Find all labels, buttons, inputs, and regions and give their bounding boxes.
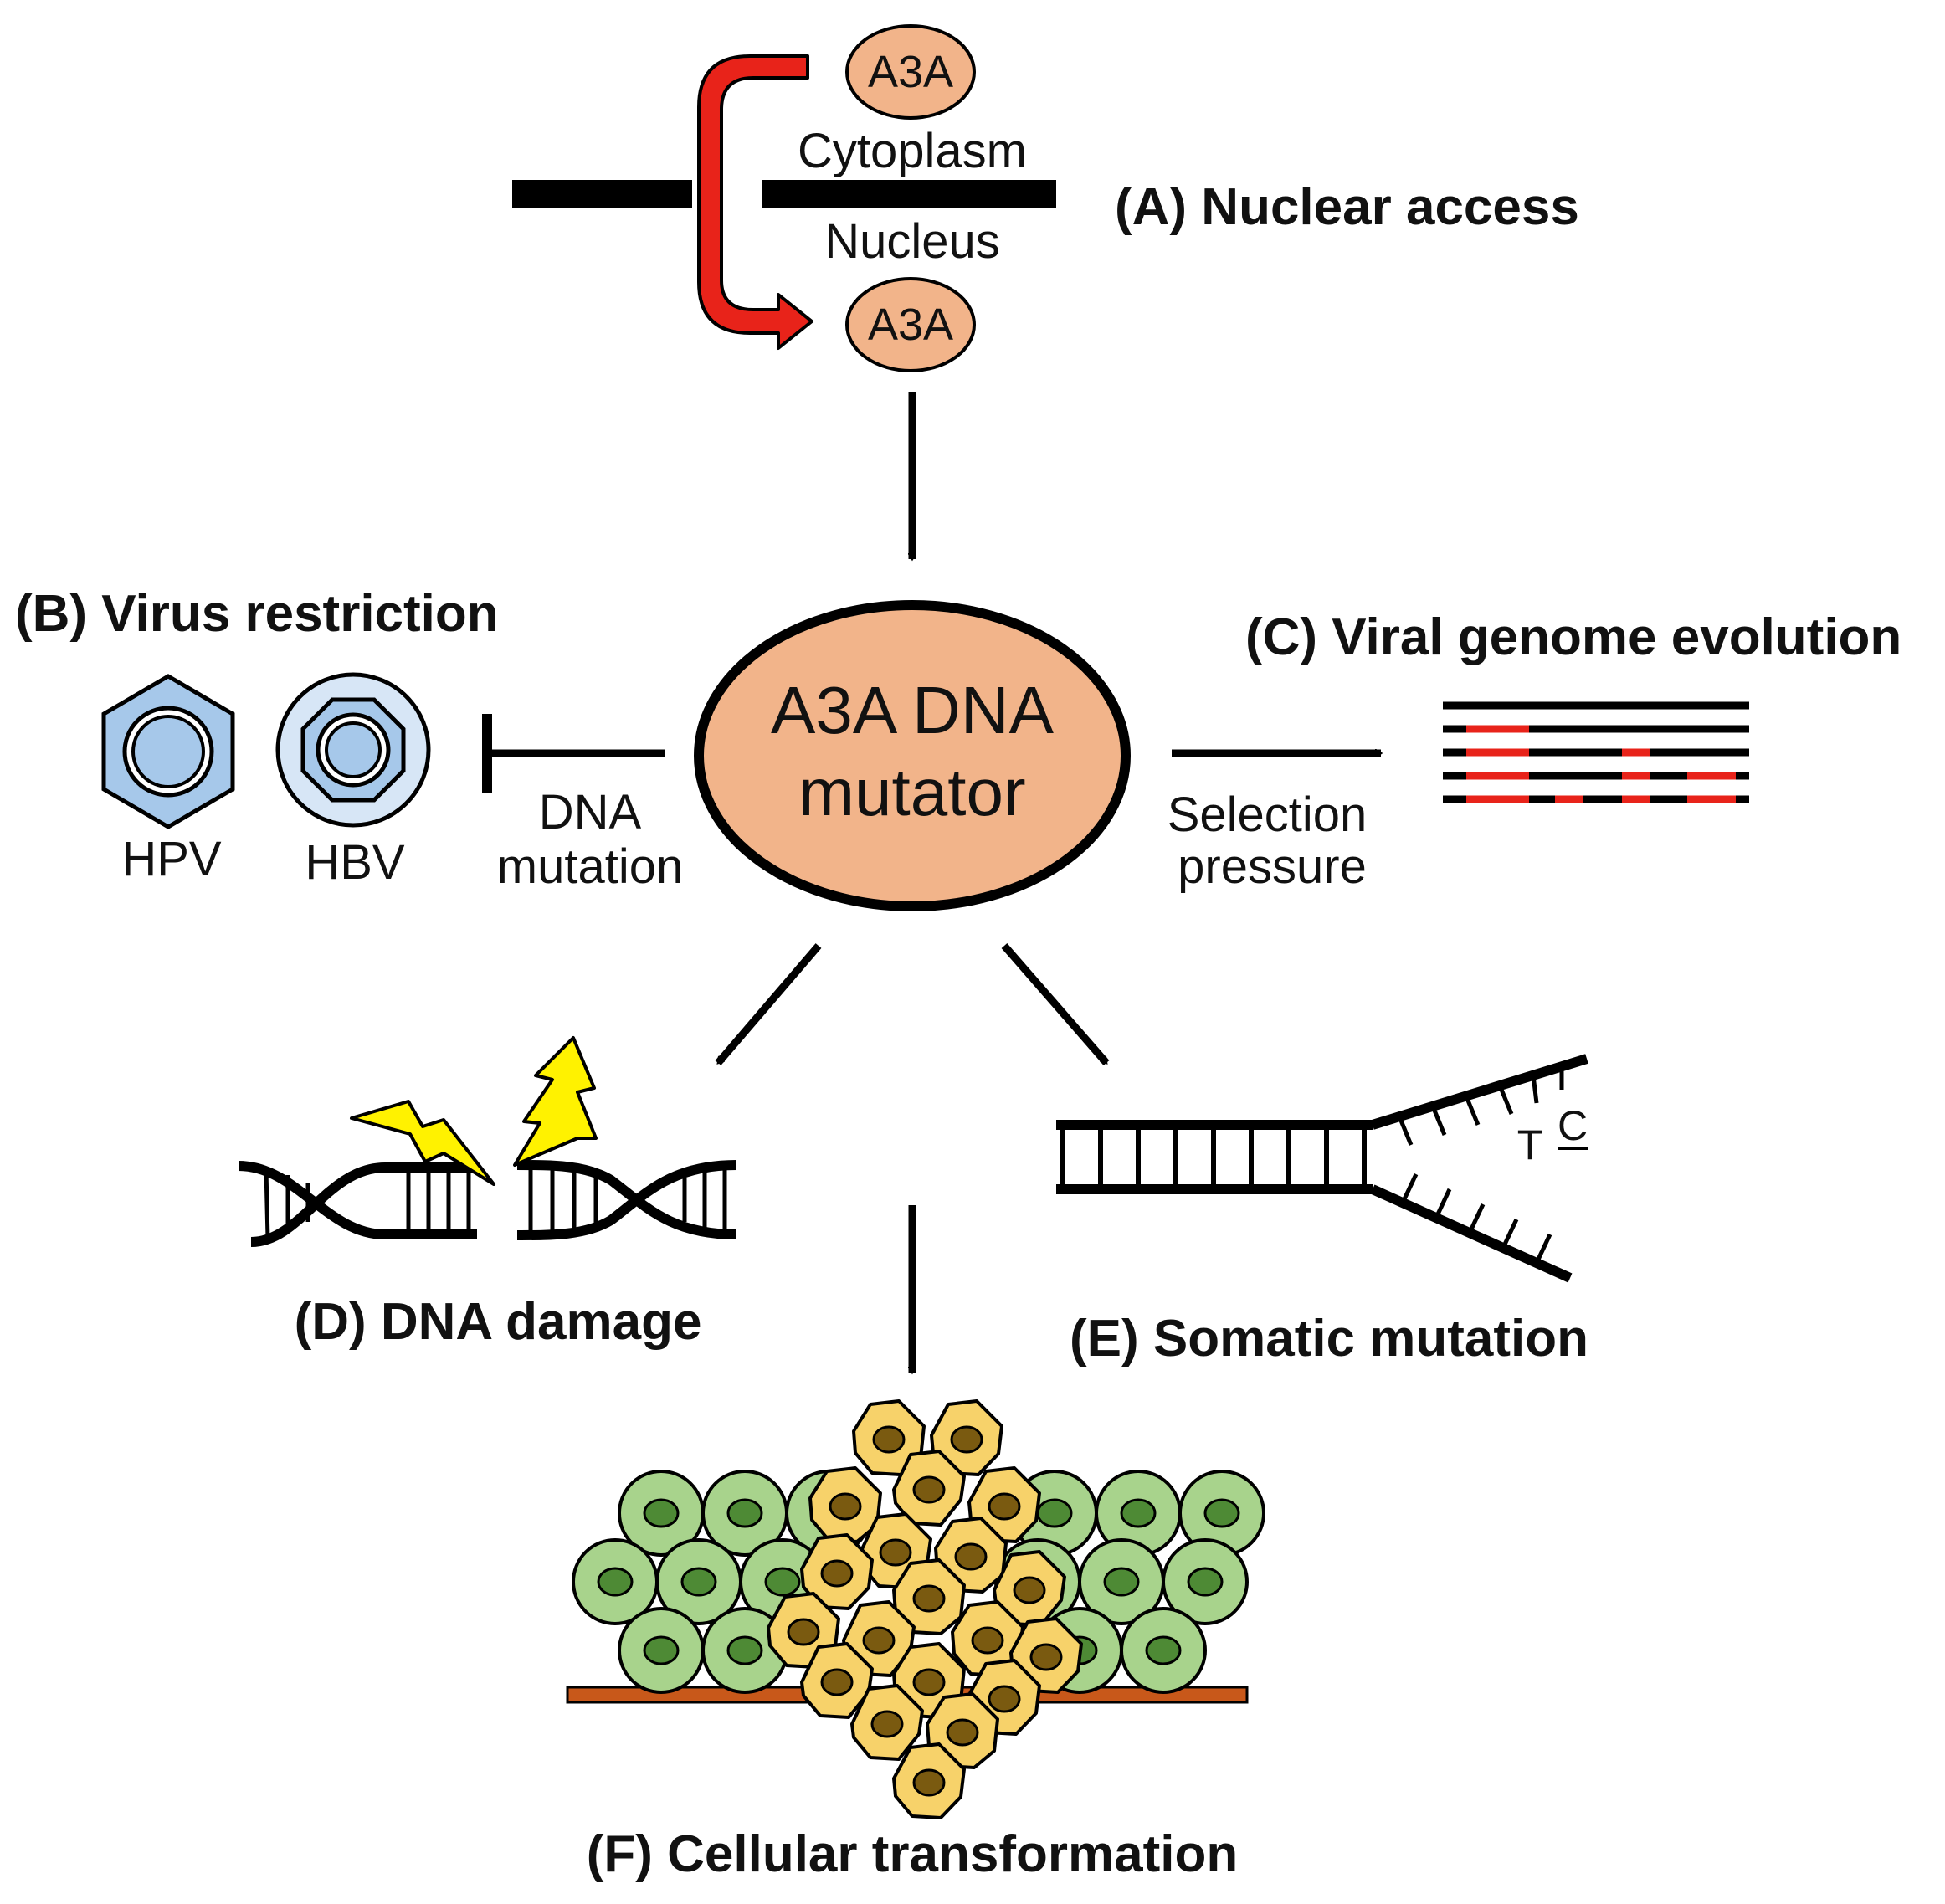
viral-genome-lines <box>1443 701 1749 803</box>
mutation-mark <box>1466 772 1529 780</box>
mutation-mark <box>1687 795 1736 803</box>
nuclear-access-section: A3A Cytoplasm Nucleus A3A (A) Nuclear ac… <box>512 24 1579 372</box>
cell-icon <box>618 1470 705 1557</box>
mutation-mark <box>1687 772 1736 780</box>
viral-genome-evolution-section: (C) Viral genome evolution Selection pre… <box>1168 608 1902 894</box>
somatic-mutation-title: (E) Somatic mutation <box>1070 1310 1588 1368</box>
hbv-capsid-icon <box>275 672 431 828</box>
cell-icon <box>618 1607 705 1694</box>
cellular-transformation-title: (F) Cellular transformation <box>587 1825 1239 1883</box>
mutation-mark <box>1622 772 1650 780</box>
transformed-cell-cluster <box>767 1399 1083 1819</box>
cellular-transformation-section: (F) Cellular transformation <box>566 1399 1265 1883</box>
cell-icon <box>850 1684 924 1761</box>
mutation-mark <box>1622 748 1650 757</box>
nuclear-access-title: (A) Nuclear access <box>1115 178 1579 236</box>
mutation-mark <box>1622 795 1650 803</box>
dna-mutation-line2: mutation <box>497 839 683 894</box>
cell-icon <box>1178 1470 1265 1557</box>
replication-fork-icon <box>1056 1054 1588 1283</box>
arrow-to-somatic-mutation <box>1001 943 1110 1065</box>
cell-icon <box>800 1642 874 1719</box>
mutator-ellipse <box>694 600 1131 911</box>
nuclear-membrane-left <box>512 180 692 208</box>
mutation-mark <box>1555 795 1583 803</box>
cell-icon <box>892 1450 966 1527</box>
a3a-top-label: A3A <box>868 47 953 97</box>
hbv-label: HBV <box>305 835 405 890</box>
selection-line1: Selection <box>1168 788 1368 842</box>
cell-icon <box>951 1600 1024 1677</box>
nucleus-label: Nucleus <box>824 214 1000 269</box>
cell-icon <box>892 1742 966 1819</box>
cell-icon <box>1078 1538 1165 1625</box>
translocation-arrow <box>697 54 813 350</box>
double-helix-icon <box>238 1160 737 1247</box>
lightning-icon <box>513 1036 598 1167</box>
cell-icon <box>808 1466 882 1543</box>
virus-restriction-section: (B) Virus restriction HPV HBV DNA mutati… <box>15 585 683 894</box>
arrow-to-dna-damage <box>715 943 822 1065</box>
cell-icon <box>572 1538 659 1625</box>
cytoplasm-label: Cytoplasm <box>798 124 1027 178</box>
hpv-label: HPV <box>121 832 222 886</box>
cell-icon <box>892 1558 966 1635</box>
dna-damage-section: (D) DNA damage <box>238 1036 737 1351</box>
base-c-label: C <box>1558 1102 1588 1149</box>
cell-icon <box>1162 1538 1249 1625</box>
cell-icon <box>1120 1607 1207 1694</box>
mutator-label-line1: A3A DNA <box>771 673 1055 747</box>
cell-icon <box>701 1470 788 1557</box>
mutation-mark <box>1466 795 1529 803</box>
nuclear-membrane-right <box>762 180 1056 208</box>
lightning-icon <box>350 1100 495 1186</box>
hpv-capsid-icon <box>101 674 235 829</box>
mutation-mark <box>1466 748 1529 757</box>
cell-icon <box>800 1533 874 1610</box>
a3a-nucleus-bubble <box>845 277 976 372</box>
mutation-mark <box>1466 725 1529 733</box>
mutator-label-line2: mutator <box>798 755 1025 829</box>
viral-genome-evolution-title: (C) Viral genome evolution <box>1245 608 1901 666</box>
a3a-bottom-label: A3A <box>868 300 953 350</box>
mutator-node: A3A DNA mutator <box>694 600 1131 911</box>
virus-restriction-title: (B) Virus restriction <box>15 585 499 643</box>
dna-mutation-line1: DNA <box>539 785 642 839</box>
base-t-label: T <box>1517 1121 1543 1168</box>
dna-damage-title: (D) DNA damage <box>295 1293 702 1351</box>
cell-icon <box>655 1538 742 1625</box>
a3a-cytoplasm-bubble <box>845 24 976 120</box>
selection-line2: pressure <box>1178 839 1367 894</box>
somatic-mutation-section: T C (E) Somatic mutation <box>1056 1054 1588 1368</box>
cell-icon <box>701 1607 788 1694</box>
